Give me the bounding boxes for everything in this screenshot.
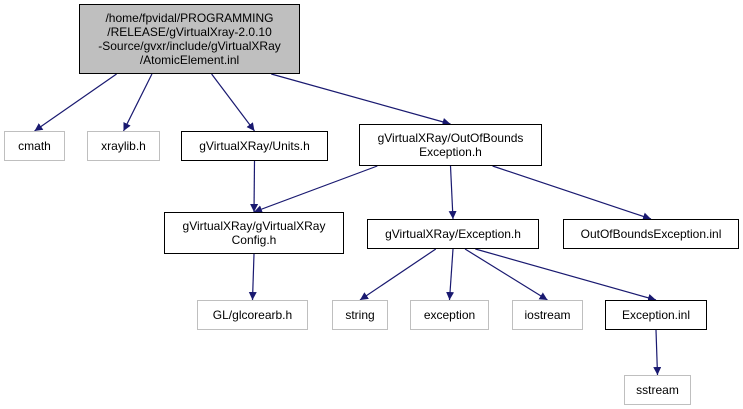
node-label: string: [345, 308, 375, 322]
node-label: exception: [423, 308, 476, 322]
node-exception[interactable]: exception: [410, 300, 489, 330]
edge-exception-to-iostream: [464, 248, 548, 301]
node-units-h[interactable]: gVirtualXRay/Units.h: [181, 131, 328, 161]
node-label: GL/glcorearb.h: [212, 308, 293, 322]
edge-root-to-oob: [271, 73, 451, 126]
node-label: cmath: [18, 139, 51, 153]
node-atomic-element-inl[interactable]: /home/fpvidal/PROGRAMMING /RELEASE/gVirt…: [79, 4, 300, 74]
node-sstream[interactable]: sstream: [624, 375, 691, 405]
node-label: OutOfBoundsException.inl: [580, 227, 722, 241]
edge-config-to-glcorearb: [248, 253, 257, 301]
node-gvirtualxray-config-h[interactable]: gVirtualXRay/gVirtualXRay Config.h: [164, 212, 344, 254]
node-exception-h[interactable]: gVirtualXRay/Exception.h: [367, 219, 539, 249]
node-label-line: -Source/gvxr/include/gVirtualXRay: [98, 39, 281, 53]
node-iostream[interactable]: iostream: [512, 300, 583, 330]
node-string[interactable]: string: [332, 300, 388, 330]
node-cmath[interactable]: cmath: [4, 131, 65, 161]
node-label-line: Config.h: [231, 233, 277, 247]
node-xraylib-h[interactable]: xraylib.h: [87, 131, 160, 161]
edge-root-to-cmath: [34, 73, 117, 132]
node-label: Exception.inl: [621, 308, 691, 322]
node-label: iostream: [524, 308, 571, 322]
node-label: gVirtualXRay/Units.h: [199, 139, 310, 153]
node-label: gVirtualXRay/Exception.h: [385, 227, 521, 241]
edge-exception-to-string: [359, 248, 437, 301]
edge-oob-to-exception: [448, 165, 457, 220]
node-glcorearb-h[interactable]: GL/glcorearb.h: [197, 300, 308, 330]
node-label: sstream: [636, 383, 679, 397]
node-exception-inl[interactable]: Exception.inl: [605, 300, 707, 330]
node-label-line: Exception.h: [419, 145, 482, 159]
node-label-line: /RELEASE/gVirtualXray-2.0.10: [107, 25, 272, 39]
node-label: xraylib.h: [101, 139, 146, 153]
node-label-line: gVirtualXRay/gVirtualXRay: [182, 219, 326, 233]
edge-oob-to-config: [253, 165, 378, 213]
node-out-of-bounds-exception-h[interactable]: gVirtualXRay/OutOfBounds Exception.h: [359, 124, 542, 166]
edge-root-to-xraylib: [122, 73, 153, 132]
edge-excinl-to-sstream: [653, 329, 662, 376]
edge-oob-to-oobinl: [492, 165, 652, 221]
edge-units-to-config: [250, 160, 259, 213]
node-label-line: gVirtualXRay/OutOfBounds: [377, 131, 524, 145]
node-label-line: /home/fpvidal/PROGRAMMING: [105, 11, 274, 25]
node-out-of-bounds-exception-inl[interactable]: OutOfBoundsException.inl: [563, 219, 739, 249]
edge-exception-to-excinl: [475, 248, 657, 302]
node-label-line: /AtomicElement.inl: [139, 53, 240, 67]
edge-exception-to-stdexcept: [446, 248, 455, 301]
edge-root-to-units: [211, 73, 255, 132]
